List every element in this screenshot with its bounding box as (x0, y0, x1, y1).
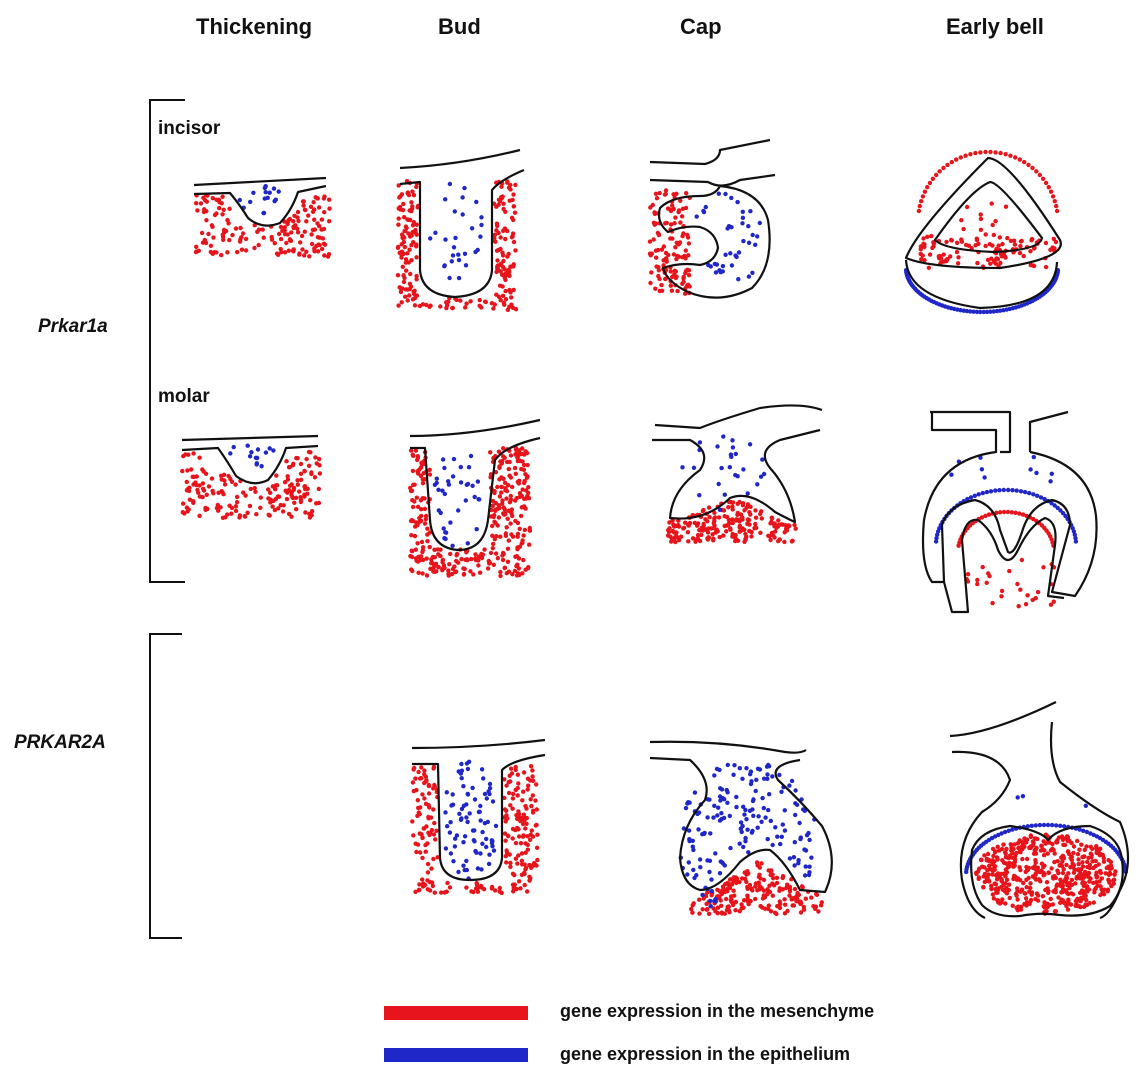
legend-epithelium-swatch (384, 1048, 528, 1062)
incisor-cap-outline (650, 140, 775, 298)
bracket-prkar2a (150, 634, 182, 938)
bracket-prkar1a (150, 100, 185, 582)
incisor-thickening-outline (194, 178, 326, 226)
legend-mesenchyme-label: gene expression in the mesenchyme (560, 1001, 874, 1022)
mesenchyme-dots (180, 150, 1118, 916)
incisor-bell-outline (906, 158, 1061, 308)
legend-mesenchyme-swatch (384, 1006, 528, 1020)
prkar2a-cap-outline (650, 742, 832, 892)
molar-bell-outline (923, 412, 1097, 596)
legend-epithelium-label: gene expression in the epithelium (560, 1044, 850, 1065)
